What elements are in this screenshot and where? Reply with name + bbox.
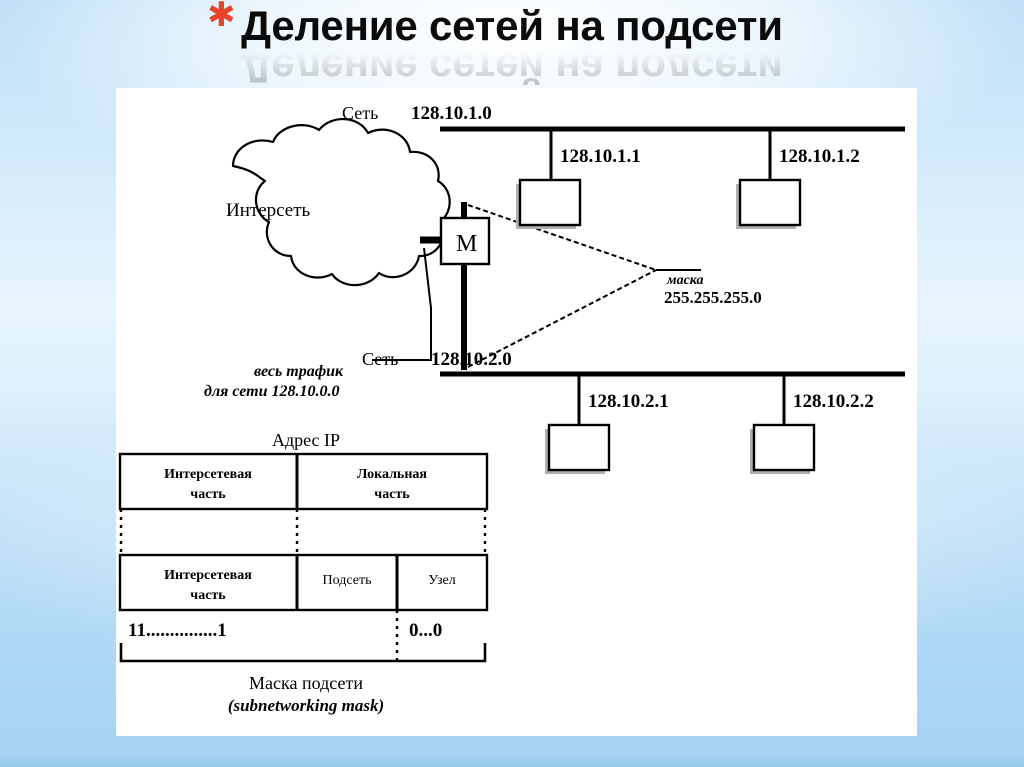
cell-bottom-2-label: Подсеть (323, 573, 372, 588)
cell-top-2-line1: Локальная (357, 467, 427, 482)
cell-top-1-line2: часть (190, 487, 226, 502)
title-row: ✱ Деление сетей на подсети Деление сетей… (207, 0, 783, 92)
mask-callout-brace (467, 204, 701, 368)
network-1-address: 128.10.1.0 (411, 103, 492, 124)
mask-bracket (119, 643, 487, 663)
address-table-row-bottom (118, 553, 489, 612)
workstation-icon (518, 178, 582, 227)
diagram-panel: Интерсеть весь трафик для сети 128.10.0.… (116, 88, 917, 736)
host-128-10-2-1: 128.10.2.1 (545, 374, 669, 474)
traffic-leader (372, 247, 432, 361)
page-title-reflection: Деление сетей на подсети (241, 45, 783, 92)
host-128-10-1-2: 128.10.1.2 (736, 129, 860, 229)
router-label: M (456, 231, 477, 257)
workstation-icon (547, 423, 611, 472)
network-2-prefix-label: Сеть (362, 349, 398, 369)
traffic-note-line1: весь трафик (254, 363, 344, 380)
address-structure-table: Адрес IP Интерсетевая часть Локальная ча… (118, 430, 489, 715)
mask-caption-line2: (subnetworking mask) (228, 696, 384, 715)
network-2-address: 128.10.2.0 (431, 349, 512, 370)
cell-top-1-line1: Интерсетевая (164, 467, 252, 482)
address-table-row-top (118, 452, 489, 511)
network-segment-1: Сеть 128.10.1.0 128.10.1.1 128.10.1.2 (342, 103, 905, 229)
host-1-1-address: 128.10.1.1 (560, 146, 641, 167)
router-box: M (439, 216, 491, 266)
network-1-prefix-label: Сеть (342, 103, 378, 123)
slide-title-block: ✱ Деление сетей на подсети Деление сетей… (0, 0, 1024, 92)
cell-bottom-1-line2: часть (190, 588, 226, 603)
mask-caption-line1: Маска подсети (249, 673, 363, 693)
cloud-label: Интерсеть (226, 200, 311, 221)
internet-cloud: Интерсеть (226, 117, 451, 287)
traffic-note-line2: для сети 128.10.0.0 (204, 383, 340, 400)
subnetting-diagram: Интерсеть весь трафик для сети 128.10.0.… (118, 103, 905, 715)
cell-bottom-1-line1: Интерсетевая (164, 568, 252, 583)
address-table-caption: Адрес IP (272, 430, 340, 450)
host-128-10-2-2: 128.10.2.2 (750, 374, 874, 474)
workstation-icon (738, 178, 802, 227)
mask-bits-ones: 11...............1 (128, 620, 227, 641)
host-1-2-address: 128.10.1.2 (779, 146, 860, 167)
mask-bits-zeros: 0...0 (409, 620, 442, 641)
page-title: Деление сетей на подсети (241, 2, 783, 49)
mask-callout-label: маска (666, 273, 704, 288)
workstation-icon (752, 423, 816, 472)
network-segment-2: Сеть 128.10.2.0 128.10.2.1 128.10.2.2 (362, 349, 905, 474)
host-128-10-1-1: 128.10.1.1 (516, 129, 641, 229)
cell-top-2-line2: часть (374, 487, 410, 502)
cell-bottom-3-label: Узел (428, 573, 455, 588)
asterisk-icon: ✱ (207, 0, 236, 34)
mask-callout-value: 255.255.255.0 (664, 288, 762, 307)
host-2-1-address: 128.10.2.1 (588, 391, 669, 412)
host-2-2-address: 128.10.2.2 (793, 391, 874, 412)
